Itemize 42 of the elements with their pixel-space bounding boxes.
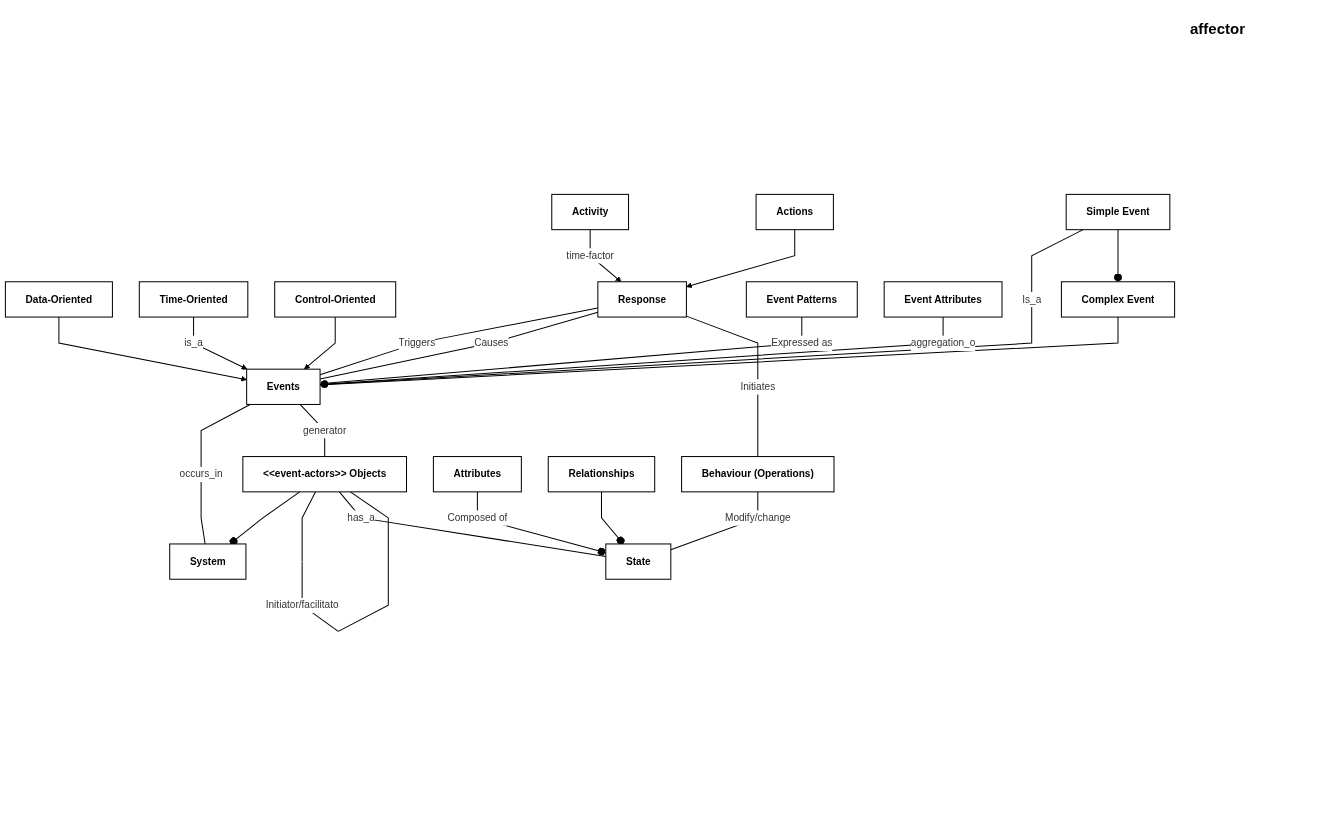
edge-label: Composed of: [447, 511, 508, 524]
edge-label: Triggers: [398, 336, 436, 349]
node-box: Relationships: [547, 456, 656, 493]
node-box: Response: [597, 281, 687, 318]
edge-label: time-factor: [566, 249, 614, 262]
node-box: State: [605, 543, 672, 580]
connector: [600, 491, 625, 545]
connector: [1113, 229, 1123, 283]
edge-label: is_a: [184, 336, 203, 349]
connector: [200, 404, 251, 545]
node-box: Attributes: [432, 456, 522, 493]
node-box: Event Patterns: [745, 281, 858, 318]
edge-label: Causes: [474, 336, 509, 349]
node-box: Data-Oriented: [4, 281, 113, 318]
node-box: <<event-actors>> Objects: [242, 456, 407, 493]
arrow: [319, 316, 1119, 388]
node-box: Actions: [755, 193, 834, 231]
node-box: Time-Oriented: [138, 281, 249, 318]
edge-label: Initiator/facilitato: [265, 599, 339, 611]
node-box: Control-Oriented: [274, 281, 397, 318]
arrow: [193, 316, 248, 370]
connector: [229, 491, 301, 546]
edge-label: has_a: [347, 511, 375, 524]
edge-label: Expressed as: [771, 336, 833, 349]
note-label: affector: [1190, 20, 1246, 37]
node-box: Event Attributes: [883, 281, 1003, 318]
arrow: [58, 316, 247, 382]
arrow: [686, 229, 796, 289]
connector: [685, 315, 759, 458]
node-box: Simple Event: [1065, 193, 1171, 231]
node-box: Activity: [551, 193, 630, 231]
node-box: System: [169, 543, 247, 580]
edge-label: generator: [303, 424, 347, 436]
edge-label: aggregation_o: [910, 336, 976, 349]
edge-label: Is_a: [1022, 293, 1042, 305]
node-box: Complex Event: [1060, 281, 1176, 318]
node-box: Events: [246, 368, 321, 406]
node-box: Behaviour (Operations): [681, 456, 835, 493]
arrow: [304, 316, 336, 370]
edge-label: Modify/change: [725, 511, 791, 524]
edge-label: occurs_in: [179, 468, 223, 480]
edge-label: Initiates: [740, 380, 776, 393]
